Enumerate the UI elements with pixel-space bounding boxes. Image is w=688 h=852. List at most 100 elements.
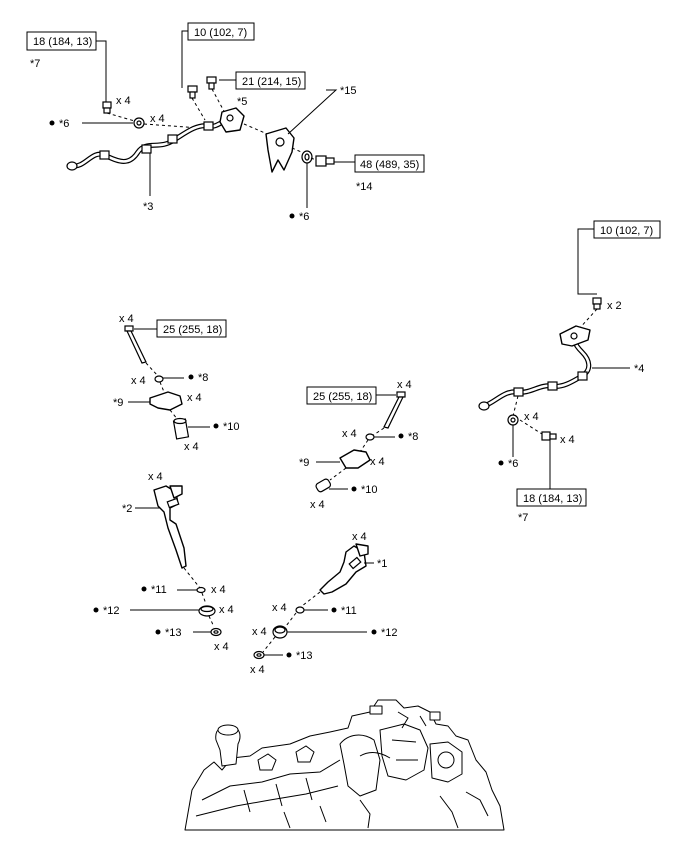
bolt-icon	[592, 297, 602, 310]
torque-label: 18 (184, 13)	[523, 493, 582, 505]
bolt-icon	[206, 76, 217, 90]
callout-10: *10	[361, 484, 378, 496]
seal-12-icon	[272, 625, 288, 639]
callout-9: *9	[299, 457, 309, 469]
qty-label: x 4	[214, 641, 229, 653]
qty-label: x 4	[310, 499, 325, 511]
gasket-13-icon	[253, 650, 265, 660]
union-bolt-icon	[315, 155, 335, 167]
injection-pipe-3	[66, 115, 235, 171]
new-part-dot-icon	[286, 652, 292, 658]
callout-12: *12	[103, 605, 120, 617]
torque-box-union: 48 (489, 35)	[334, 154, 425, 173]
qty-label: x 4	[370, 456, 385, 468]
torque-box-right-top: 10 (102, 7)	[577, 220, 661, 295]
qty-label: x 4	[272, 602, 287, 614]
qty-label: x 4	[252, 626, 267, 638]
torque-label: 25 (255, 18)	[313, 391, 372, 403]
torque-label: 25 (255, 18)	[163, 324, 222, 336]
qty-label: x 4	[211, 584, 226, 596]
fuel-injector-2	[153, 485, 187, 569]
callout-2: *2	[122, 503, 132, 515]
gasket-icon	[301, 150, 313, 164]
torque-box-top-center: 10 (102, 7)	[181, 22, 255, 88]
callout-12: *12	[381, 627, 398, 639]
clamp-bolt-icon	[124, 325, 147, 364]
callout-9: *9	[113, 397, 123, 409]
qty-label: x 4	[116, 95, 131, 107]
fuel-pipe-15	[265, 127, 295, 173]
torque-label: 10 (102, 7)	[194, 27, 247, 39]
pipe-clamp-5	[219, 107, 245, 133]
injector-clamp-9	[149, 391, 183, 411]
qty-label: x 4	[148, 471, 163, 483]
qty-label: x 4	[150, 113, 165, 125]
new-part-dot-icon	[371, 629, 377, 635]
torque-label: 21 (214, 15)	[242, 76, 301, 88]
torque-box-top-left: 18 (184, 13)	[26, 31, 107, 103]
qty-label: x 4	[119, 313, 134, 325]
callout-1: *1	[377, 558, 387, 570]
new-part-dot-icon	[49, 120, 55, 126]
callout-13: *13	[165, 627, 182, 639]
callout-7: *7	[518, 512, 528, 524]
qty-label: x 4	[184, 441, 199, 453]
qty-label: x 4	[524, 411, 539, 423]
new-part-dot-icon	[331, 607, 337, 613]
new-part-dot-icon	[351, 486, 357, 492]
callout-15: *15	[340, 85, 357, 97]
union-bolt-icon	[541, 431, 557, 441]
seal-sleeve-10	[172, 417, 190, 440]
gasket-icon	[133, 117, 145, 129]
engine-block-illustration	[184, 699, 505, 831]
qty-label: x 4	[219, 604, 234, 616]
new-part-dot-icon	[213, 423, 219, 429]
bolt-icon	[187, 85, 198, 99]
washer-icon	[365, 433, 375, 441]
callout-13: *13	[296, 650, 313, 662]
callout-8: *8	[408, 431, 418, 443]
qty-label: x 4	[342, 428, 357, 440]
callout-6: *6	[59, 118, 69, 130]
new-part-dot-icon	[188, 374, 194, 380]
callout-10: *10	[223, 421, 240, 433]
fuel-injector-1	[319, 543, 369, 595]
washer-icon	[154, 375, 164, 383]
qty-label: x 4	[131, 375, 146, 387]
callout-8: *8	[198, 372, 208, 384]
callout-6: *6	[508, 458, 518, 470]
callout-6: *6	[299, 211, 309, 223]
injector-clamp-9	[339, 449, 371, 469]
qty-label: x 4	[250, 664, 265, 676]
callout-5: *5	[237, 96, 247, 108]
new-part-dot-icon	[289, 213, 295, 219]
callout-11: *11	[341, 605, 357, 617]
qty-label: x 4	[397, 379, 412, 391]
qty-label: x 4	[560, 434, 575, 446]
bolt-icon	[102, 101, 112, 114]
qty-label: x 4	[352, 531, 367, 543]
callout-14: *14	[356, 181, 373, 193]
gasket-icon	[507, 414, 519, 426]
gasket-13-icon	[210, 627, 222, 637]
new-part-dot-icon	[498, 460, 504, 466]
seal-sleeve-10	[315, 478, 332, 493]
injection-pipe-4	[478, 325, 592, 411]
new-part-dot-icon	[155, 629, 161, 635]
callout-11: *11	[151, 584, 167, 596]
torque-box-mid-clamp: 25 (255, 18)	[306, 386, 396, 405]
qty-label: x 4	[187, 392, 202, 404]
seal-12-icon	[198, 605, 216, 617]
torque-box-left-clamp: 25 (255, 18)	[134, 319, 227, 338]
callout-3: *3	[143, 201, 153, 213]
new-part-dot-icon	[93, 607, 99, 613]
callout-4: *4	[634, 363, 644, 375]
new-part-dot-icon	[398, 433, 404, 439]
torque-box-right-bottom: 18 (184, 13)	[516, 488, 587, 507]
torque-label: 10 (102, 7)	[600, 225, 653, 237]
callout-7: *7	[30, 58, 40, 70]
torque-label: 18 (184, 13)	[33, 36, 92, 48]
new-part-dot-icon	[141, 586, 147, 592]
gasket-11-icon	[196, 586, 206, 594]
